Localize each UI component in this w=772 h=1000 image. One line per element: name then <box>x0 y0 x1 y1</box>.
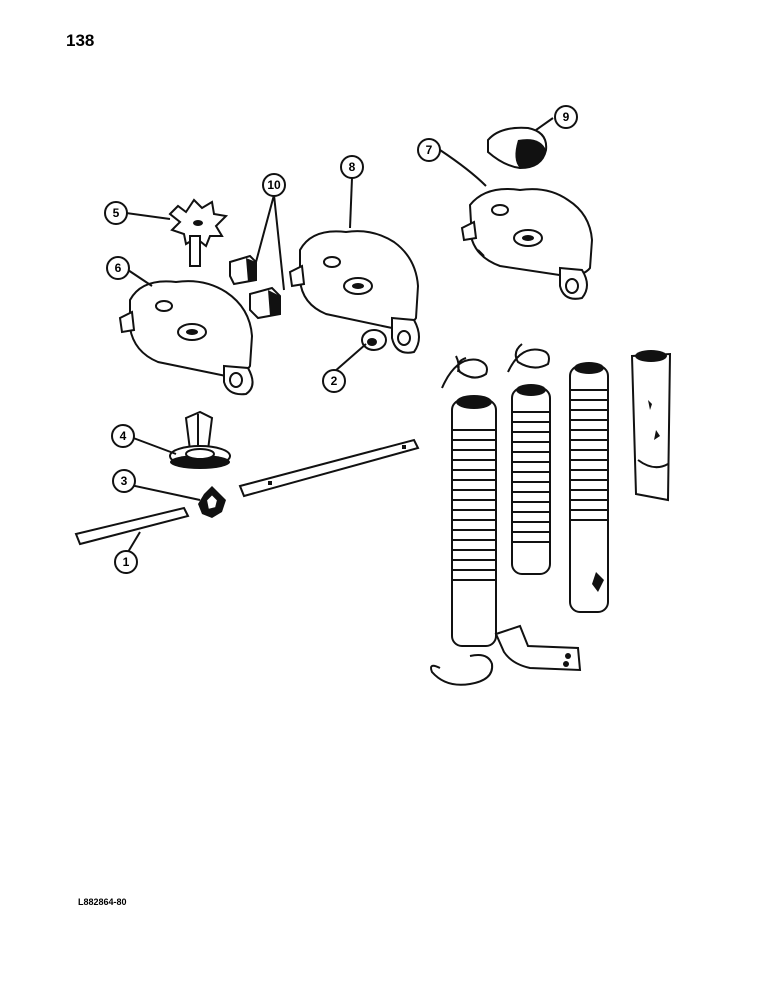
svg-text:1: 1 <box>123 555 130 569</box>
star-drive-wheel-part <box>168 198 229 267</box>
drive-shaft-short-part <box>74 506 190 546</box>
pinion-gear-part <box>198 486 226 518</box>
spring-pin-part <box>430 654 494 686</box>
bellows-tube-part <box>511 384 551 575</box>
bellows-tube-part <box>569 362 609 613</box>
bellows-tube-part <box>451 395 497 647</box>
callout-3: 3 <box>112 469 136 493</box>
bushing-part <box>361 329 387 351</box>
callout-9: 9 <box>554 105 578 129</box>
svg-text:9: 9 <box>563 110 570 124</box>
gearbox-housing-center-part <box>288 230 420 354</box>
callout-4: 4 <box>111 424 135 448</box>
callout-1: 1 <box>114 550 138 574</box>
spring-clip-part <box>507 343 550 373</box>
callout-7: 7 <box>417 138 441 162</box>
spring-clip-part <box>441 355 488 389</box>
cap-part <box>487 126 548 170</box>
callout-5: 5 <box>104 201 128 225</box>
straight-tube-part <box>630 350 672 502</box>
svg-text:5: 5 <box>113 206 120 220</box>
callout-2: 2 <box>322 369 346 393</box>
page-number: 138 <box>66 31 95 50</box>
svg-text:10: 10 <box>267 178 281 192</box>
drive-shaft-long-part <box>238 438 420 498</box>
leader-lines <box>125 117 554 553</box>
callout-6: 6 <box>106 256 130 280</box>
gearbox-housing-right-part <box>460 188 594 300</box>
svg-text:6: 6 <box>115 261 122 275</box>
svg-text:4: 4 <box>120 429 127 443</box>
clip-pair-part <box>229 254 281 320</box>
svg-text:2: 2 <box>331 374 338 388</box>
callout-8: 8 <box>340 155 364 179</box>
svg-text:8: 8 <box>349 160 356 174</box>
callout-10: 10 <box>262 173 286 197</box>
mounting-bracket-part <box>494 624 582 672</box>
svg-text:3: 3 <box>121 474 128 488</box>
drawing-code: L882864-80 <box>78 897 127 907</box>
svg-text:7: 7 <box>426 143 433 157</box>
bevel-gear-with-hub-part <box>169 410 231 469</box>
gearbox-housing-left-part <box>118 280 254 396</box>
